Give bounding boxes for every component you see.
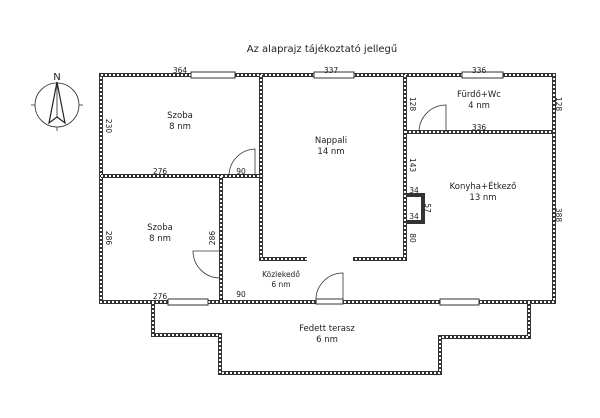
dim-bath-bottom: 336 [472, 123, 487, 132]
dim-nappali-top: 337 [324, 66, 339, 75]
dim-chimney-top: 34 [409, 186, 419, 195]
room-area-szoba-2: 8 nm [149, 234, 171, 244]
north-compass-icon [31, 81, 83, 131]
room-area-kozlekedo: 6 nm [271, 280, 290, 289]
room-area-szoba-1: 8 nm [169, 122, 191, 132]
room-name-terasz: Fedett terasz [299, 324, 355, 334]
room-area-konyha: 13 nm [469, 193, 496, 203]
dim-szoba2-left: 286 [104, 231, 113, 246]
dim-szoba2-right: 286 [208, 231, 217, 246]
room-area-nappali: 14 nm [317, 147, 344, 157]
dim-hall-bottom: 90 [236, 290, 246, 299]
walls [99, 73, 556, 375]
room-area-terasz: 6 nm [316, 335, 338, 345]
dim-kitchen-left: 143 [408, 158, 417, 173]
dim-bath-right: 128 [554, 97, 563, 112]
dim-szoba1-door: 90 [236, 167, 246, 176]
dim-szoba2-bottom: 276 [153, 292, 168, 301]
room-name-szoba-2: Szoba [147, 223, 173, 233]
room-name-konyha: Konyha+Étkező [450, 180, 517, 192]
dim-szoba1-top: 364 [173, 66, 188, 75]
windows [167, 71, 504, 306]
dim-kitchen-left-lower: 80 [408, 233, 417, 243]
dim-bath-left: 128 [408, 97, 417, 112]
room-name-szoba-1: Szoba [167, 111, 193, 121]
room-name-nappali: Nappali [315, 136, 347, 146]
dim-kitchen-right: 388 [554, 208, 563, 223]
dim-szoba1-bottom: 276 [153, 167, 168, 176]
dim-szoba1-left: 230 [104, 119, 113, 134]
dim-chimney-bottom: 34 [409, 212, 419, 221]
room-name-furdo: Fürdő+Wc [457, 90, 501, 100]
doors [192, 104, 447, 303]
room-name-kozlekedo: Közlekedő [262, 270, 300, 279]
plan-title: Az alaprajz tájékoztató jellegű [247, 43, 397, 55]
compass-label: N [53, 72, 60, 83]
dim-chimney-side: 57 [423, 203, 432, 213]
room-area-furdo: 4 nm [468, 101, 490, 111]
dim-bath-top: 336 [472, 66, 487, 75]
